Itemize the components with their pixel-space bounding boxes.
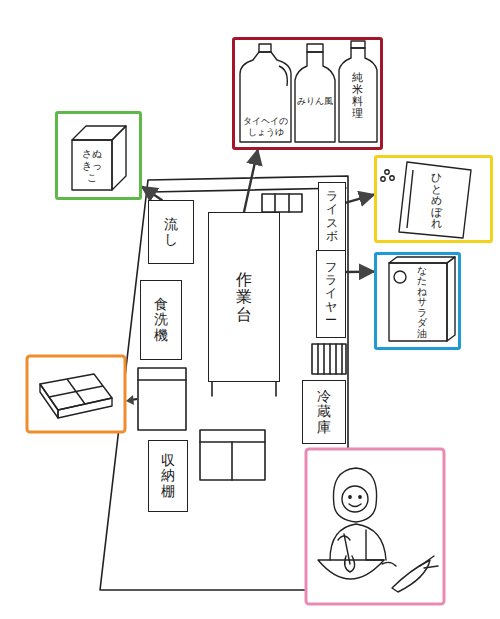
dishwasher-box: 食洗機 (140, 280, 182, 360)
bag-top (72, 126, 126, 140)
arrow-head (126, 395, 134, 405)
cabinet-box (138, 368, 186, 430)
bag-fold (407, 170, 413, 228)
hood (333, 468, 376, 522)
vegetable-leaf (420, 556, 438, 568)
tray-side (40, 384, 58, 418)
mirin-bottle (295, 52, 335, 142)
can-top (389, 257, 455, 263)
bag-front (72, 140, 112, 190)
rice-bag (381, 162, 471, 238)
bottle-cap (259, 44, 271, 52)
bag-outline (399, 162, 471, 238)
soy-bottle (240, 52, 291, 142)
rice-callout: ひとめぼれ (374, 155, 493, 243)
hand (338, 536, 350, 540)
callout-frame (306, 449, 444, 604)
cabinet-line (138, 379, 186, 381)
bowl (318, 560, 384, 579)
node-label: ひとめぼれ (431, 172, 442, 230)
node-label: 純米料理 (352, 72, 363, 120)
bag-side (112, 126, 126, 190)
cook-callout (306, 449, 444, 604)
cook-drawing (318, 468, 438, 592)
bottle-cap (351, 41, 365, 48)
flour-callout: さぬきっこ (55, 111, 142, 200)
fryer-box: フライヤー (316, 250, 346, 338)
table-leg (211, 382, 213, 396)
connector-arrow (142, 187, 162, 200)
shelf-line (288, 194, 290, 212)
seasoning-callout: タイヘイのしょうゆみりん風 純米料理 (232, 37, 383, 150)
node-label: さぬきっこ (80, 148, 104, 184)
face (342, 486, 368, 512)
eye (359, 496, 361, 498)
tray-divider (49, 386, 103, 397)
table-leg (275, 382, 277, 396)
node-label: みりん風 (295, 96, 335, 107)
rice-grain (385, 170, 389, 174)
shelf-box (262, 194, 302, 212)
tray-drawing (40, 374, 112, 418)
node-label: タイヘイのしょうゆ (242, 116, 289, 138)
storage-box: 収納棚 (148, 440, 188, 512)
sake-bottle (339, 48, 377, 142)
sink-box: 流し (148, 200, 194, 264)
bottle-cap (307, 44, 323, 52)
small-table (200, 430, 265, 480)
body (330, 524, 386, 560)
can-front (389, 263, 447, 341)
node-label: 冷蔵庫 (317, 389, 331, 435)
hand (382, 562, 396, 566)
small-table-line (231, 442, 233, 480)
node-label: フライヤー (325, 261, 337, 327)
oil-callout: なたねサラダ油 (374, 252, 461, 350)
connector-arrow (346, 270, 374, 273)
node-label: 作業台 (236, 271, 252, 324)
node-label: 食洗機 (154, 297, 168, 343)
smile (349, 504, 361, 507)
shelf-line (274, 194, 276, 212)
oil-can (389, 257, 455, 341)
rice-grain (381, 177, 385, 181)
connector-arrow (244, 150, 258, 212)
rib-line (317, 344, 319, 374)
tray-callout (27, 356, 137, 432)
vegetable (392, 560, 430, 592)
rib-line (335, 344, 337, 374)
tray-top (40, 374, 112, 410)
flour-bag (72, 126, 126, 190)
tray-side (58, 398, 112, 418)
worktable-box: 作業台 (208, 212, 280, 382)
brand-mark (394, 271, 406, 283)
connector-arrow (346, 195, 374, 203)
rib-line (329, 344, 331, 374)
whisk-head (345, 556, 355, 572)
node-label: 収納棚 (161, 453, 175, 499)
rice-grain (390, 176, 394, 180)
bottle-drawing (240, 41, 377, 142)
can-side (447, 257, 455, 341)
node-label: 流し (164, 217, 178, 248)
rib-line (341, 344, 343, 374)
fridge-ribs (312, 344, 346, 374)
rib-line (323, 344, 325, 374)
bottle-handle (279, 66, 287, 86)
apron (366, 530, 384, 560)
node-label: ライスボ (326, 190, 338, 243)
callout-frame (27, 356, 125, 432)
rice-box: ライスボ (318, 182, 346, 251)
eye (349, 496, 351, 498)
node-label: なたねサラダ油 (417, 266, 427, 339)
fridge-box: 冷蔵庫 (302, 380, 346, 444)
